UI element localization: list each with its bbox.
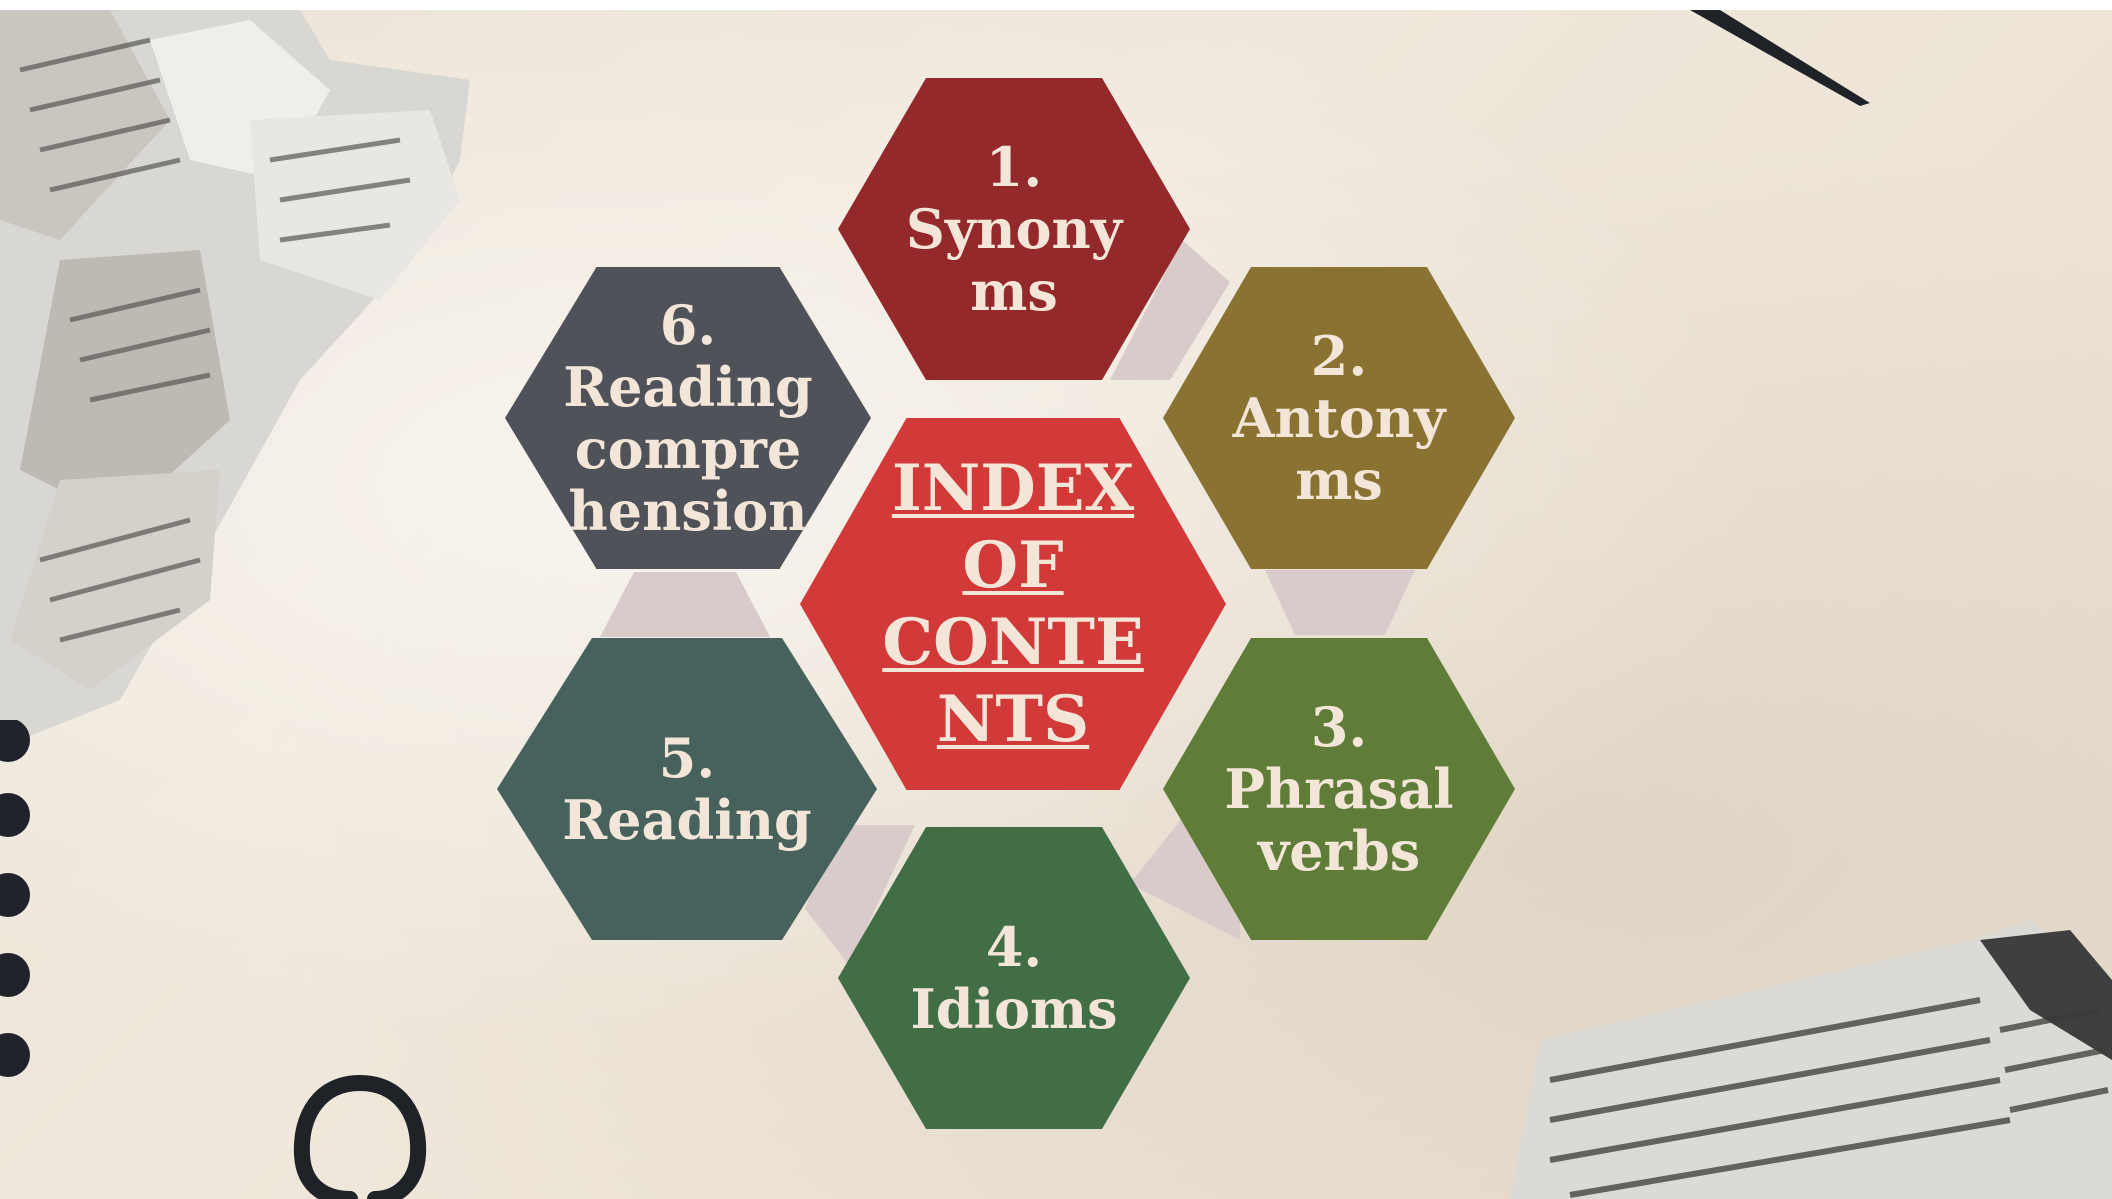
newspaper-scrap-top-left-decoration	[0, 10, 470, 740]
topic-2-label: 2. Antony ms	[1232, 324, 1446, 512]
topic-4-label: 4. Idioms	[910, 915, 1118, 1041]
top-strip	[0, 0, 2112, 10]
brush-stroke-decoration	[1690, 10, 1870, 106]
ring-doodle-decoration	[293, 1075, 427, 1199]
newspaper-scrap-bottom-right-decoration	[1510, 920, 2112, 1199]
topic-6-label: 6. Reading compre hension	[563, 293, 813, 543]
topic-3-label: 3. Phrasal verbs	[1224, 695, 1454, 883]
slide-title: INDEX OF CONTE NTS	[882, 451, 1144, 757]
index-of-contents-center-hexagon: INDEX OF CONTE NTS	[800, 418, 1226, 790]
binder-holes-decoration	[0, 720, 30, 1077]
topic-1-label: 1. Synony ms	[905, 135, 1123, 323]
topic-5-label: 5. Reading	[562, 726, 812, 852]
